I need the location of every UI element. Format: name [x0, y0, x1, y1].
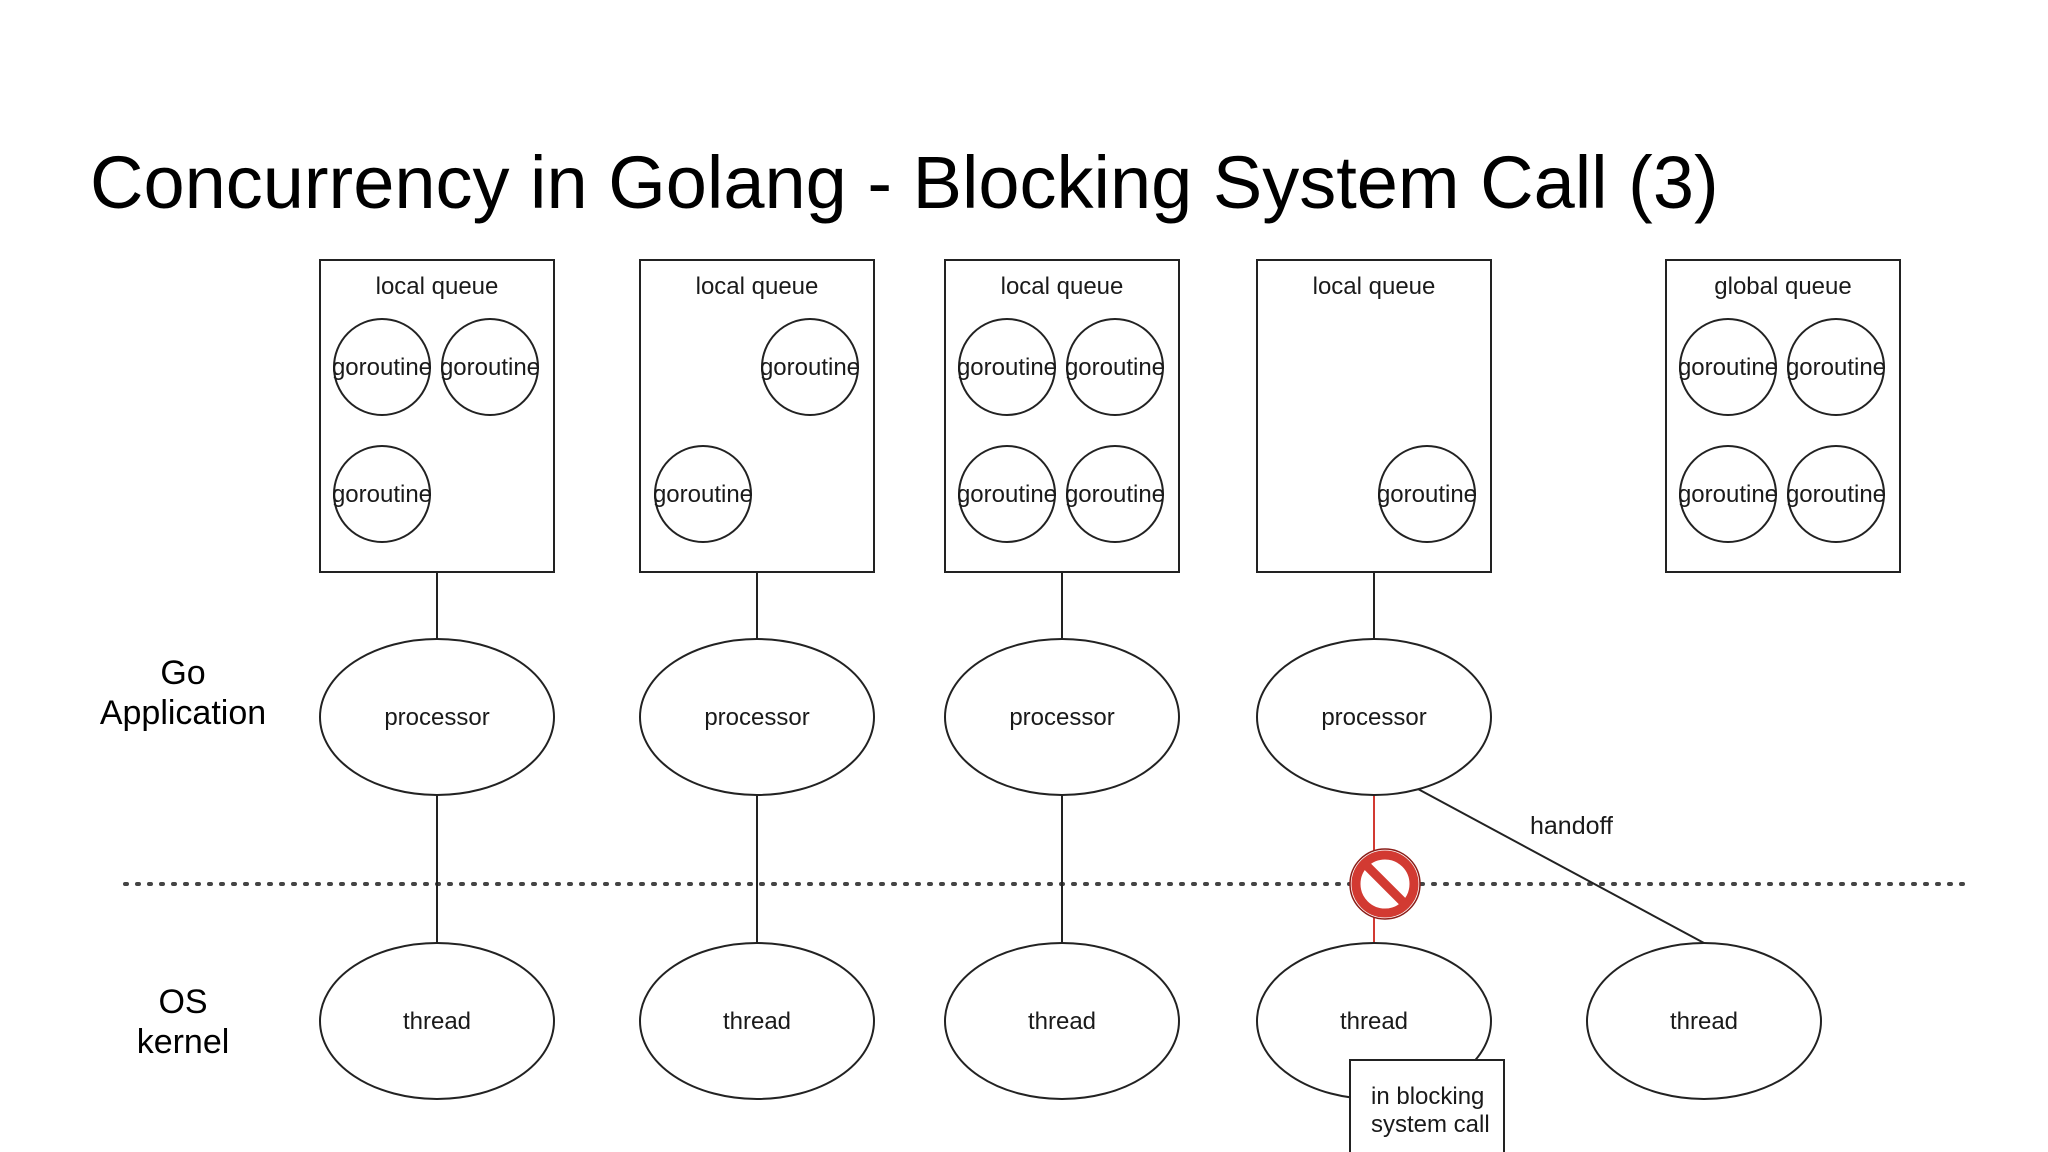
goroutine: goroutine: [1065, 445, 1165, 543]
thread-label: thread: [1028, 1008, 1096, 1035]
svg-text:goroutine: goroutine: [332, 481, 432, 508]
go-application-label-line2: Application: [100, 694, 266, 732]
thread-node: [1586, 942, 1822, 1100]
thread-label: thread: [403, 1008, 471, 1035]
svg-text:goroutine: goroutine: [1678, 354, 1778, 381]
goroutine: goroutine: [1678, 318, 1778, 416]
goroutine: goroutine: [1786, 445, 1886, 543]
os-kernel-label-line2: kernel: [137, 1023, 230, 1061]
processor-node: [944, 638, 1180, 796]
processor-node: [639, 638, 875, 796]
svg-text:goroutine: goroutine: [653, 481, 753, 508]
thread-label: thread: [1340, 1008, 1408, 1035]
thread-node: [319, 942, 555, 1100]
local-queue-label: local queue: [1001, 273, 1124, 300]
column-2: local queue goroutine goroutine processo…: [639, 259, 875, 1100]
blocking-note-box: [1349, 1059, 1505, 1152]
blocking-note-line1: in blocking: [1371, 1083, 1484, 1110]
blocking-note-line2: system call: [1371, 1111, 1490, 1138]
svg-text:goroutine: goroutine: [1678, 481, 1778, 508]
slide-title: Concurrency in Golang - Blocking System …: [90, 141, 1719, 224]
goroutine: goroutine: [332, 445, 432, 543]
svg-text:goroutine: goroutine: [1786, 481, 1886, 508]
thread-label: thread: [1670, 1008, 1738, 1035]
os-kernel-label-line1: OS: [158, 983, 207, 1021]
local-queue-box: [1256, 259, 1492, 573]
global-queue-label: global queue: [1714, 273, 1851, 300]
svg-text:goroutine: goroutine: [440, 354, 540, 381]
local-queue-label: local queue: [376, 273, 499, 300]
goroutine: goroutine: [440, 318, 540, 416]
thread-label: thread: [723, 1008, 791, 1035]
goroutine: goroutine: [1786, 318, 1886, 416]
svg-text:goroutine: goroutine: [1065, 354, 1165, 381]
local-queue-label: local queue: [696, 273, 819, 300]
svg-text:goroutine: goroutine: [1786, 354, 1886, 381]
go-application-label-line1: Go: [160, 654, 205, 692]
processor-node: [319, 638, 555, 796]
goroutine: goroutine: [957, 445, 1057, 543]
global-queue: global queue goroutine goroutine gorouti…: [1665, 259, 1901, 573]
processor-node: [1256, 638, 1492, 796]
goroutine: goroutine: [957, 318, 1057, 416]
processor-label: processor: [1009, 704, 1114, 731]
processor-label: processor: [384, 704, 489, 731]
processor-label: processor: [1321, 704, 1426, 731]
processor-label: processor: [704, 704, 809, 731]
handoff-link: [1417, 788, 1705, 944]
goroutine: goroutine: [653, 445, 753, 543]
goroutine: goroutine: [1065, 318, 1165, 416]
local-queue-label: local queue: [1313, 273, 1436, 300]
thread-node: [639, 942, 875, 1100]
svg-text:goroutine: goroutine: [760, 354, 860, 381]
column-3: local queue goroutine goroutine goroutin…: [944, 259, 1180, 1100]
svg-text:goroutine: goroutine: [332, 354, 432, 381]
column-1: local queue goroutine goroutine goroutin…: [319, 259, 555, 1100]
goroutine: goroutine: [1377, 445, 1477, 543]
thread-node: [944, 942, 1180, 1100]
goroutine: goroutine: [760, 318, 860, 416]
handoff-thread: thread: [1586, 942, 1822, 1100]
svg-text:goroutine: goroutine: [1065, 481, 1165, 508]
goroutine: goroutine: [1678, 445, 1778, 543]
goroutine: goroutine: [332, 318, 432, 416]
svg-text:goroutine: goroutine: [1377, 481, 1477, 508]
handoff-label: handoff: [1530, 812, 1613, 840]
svg-text:goroutine: goroutine: [957, 354, 1057, 381]
column-4: handoff local queue goroutine processor …: [1256, 259, 1705, 1152]
svg-text:goroutine: goroutine: [957, 481, 1057, 508]
prohibited-icon: [1349, 848, 1421, 920]
